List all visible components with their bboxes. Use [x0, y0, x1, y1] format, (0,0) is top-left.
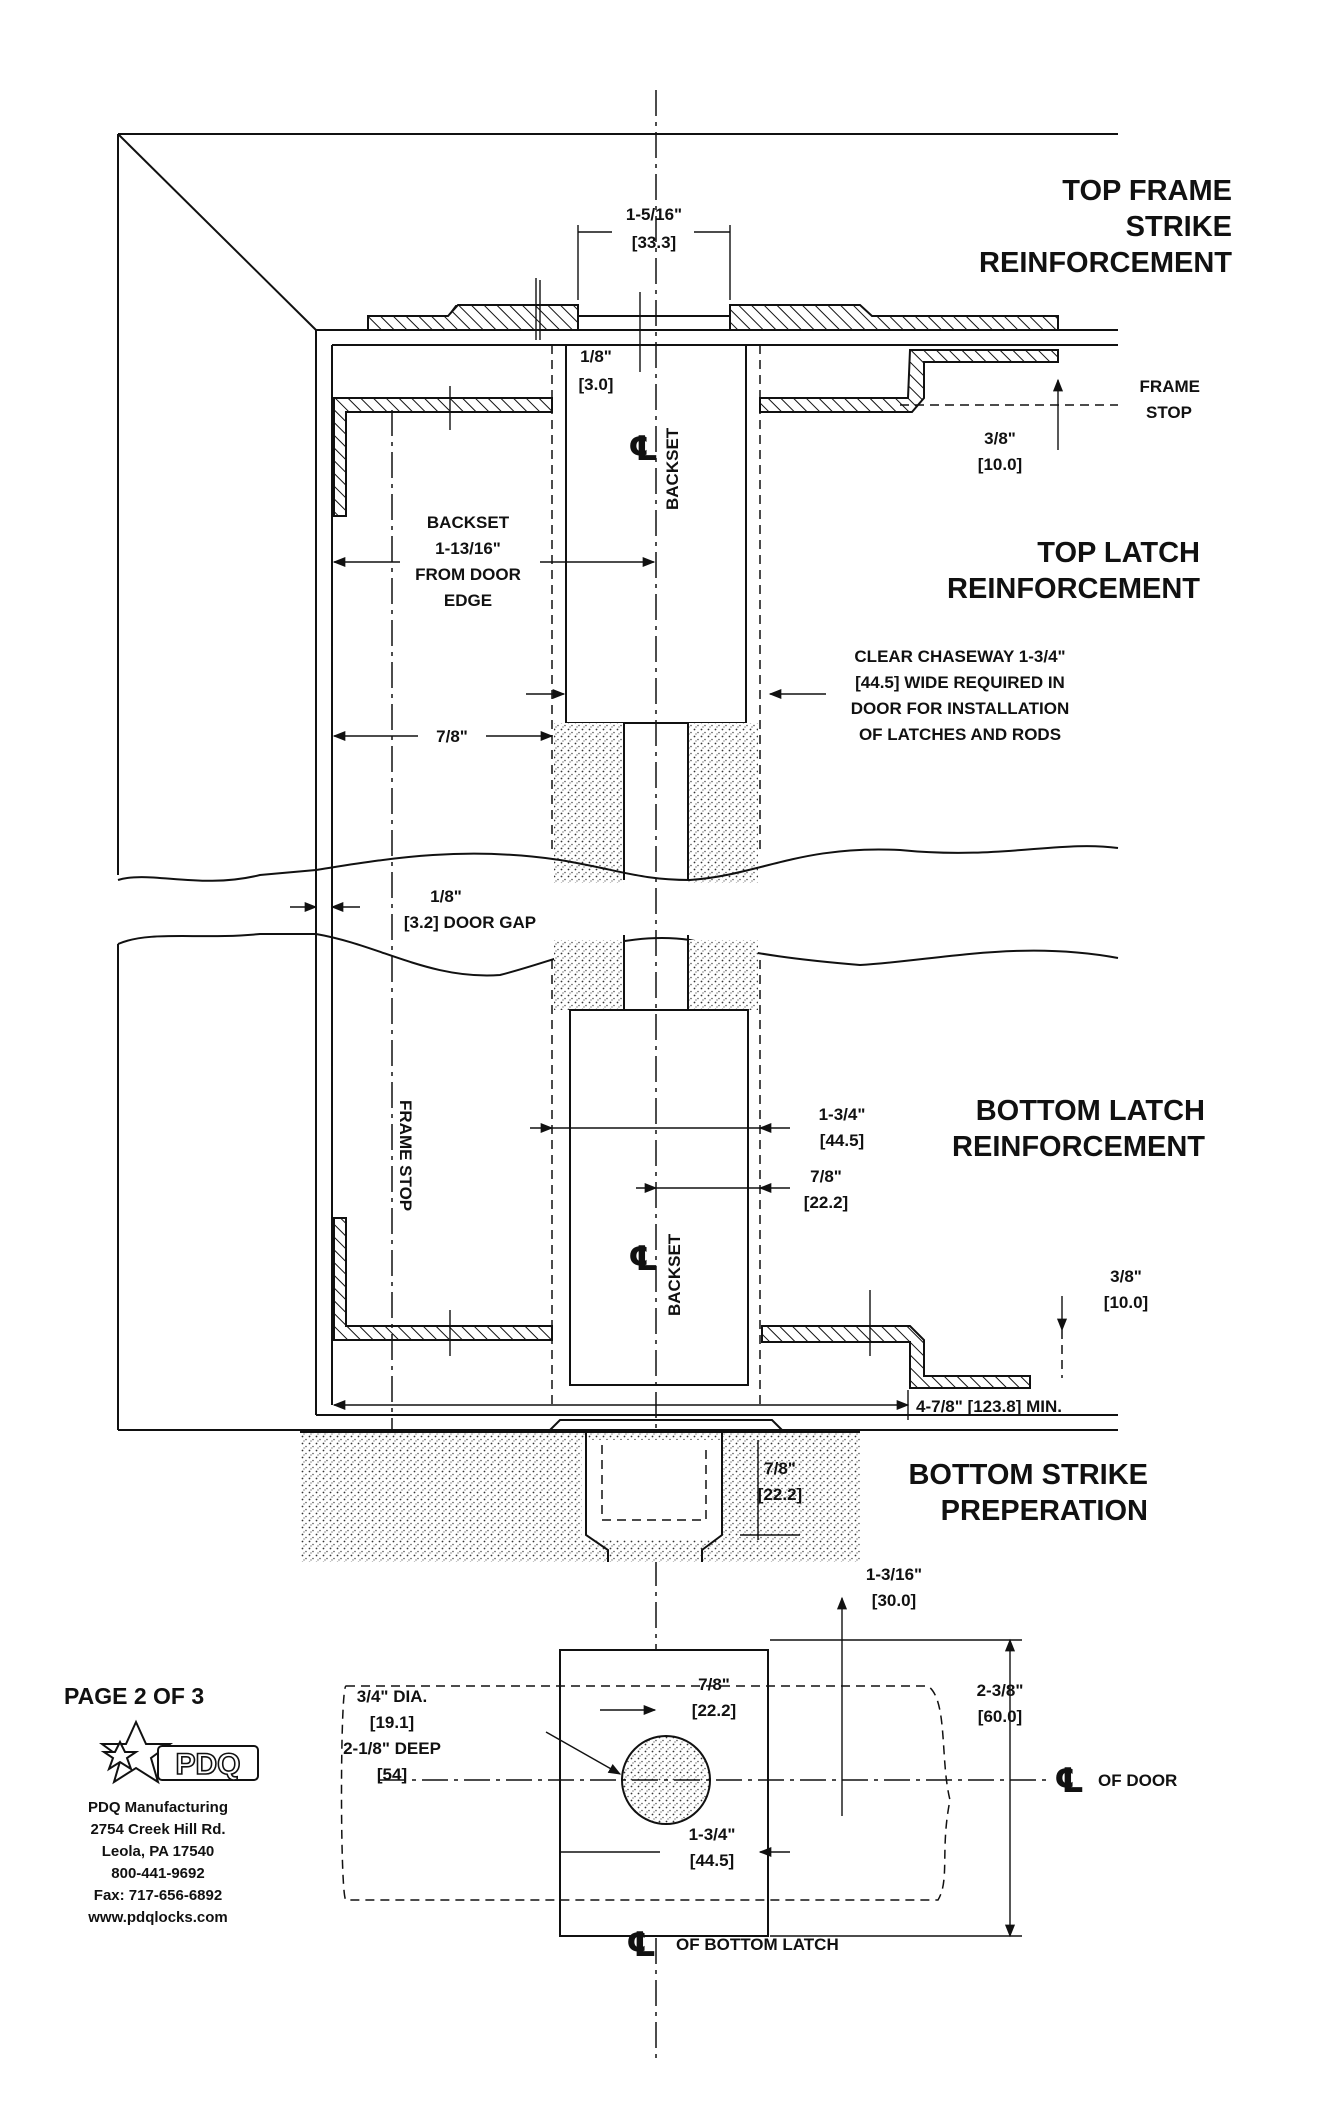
- dim-plan-width: 1-3/4": [689, 1825, 736, 1844]
- backset-note-4: EDGE: [444, 591, 492, 610]
- dim-door-gap-mm: [3.2] DOOR GAP: [404, 913, 536, 932]
- centerline-symbol-bottom: ℄: [628, 1239, 658, 1279]
- logo-text: PDQ: [175, 1748, 240, 1781]
- dim-strike-depth-mm: [22.2]: [758, 1485, 802, 1504]
- dim-bottom-width: 1-3/4": [819, 1105, 866, 1124]
- address-line-4: 800-441-9692: [111, 1865, 204, 1882]
- address-line-3: Leola, PA 17540: [102, 1843, 215, 1860]
- dim-bottom-offset: 7/8": [810, 1167, 842, 1186]
- dim-frame-stop-bottom: 3/8": [1110, 1267, 1142, 1286]
- dim-frame-stop-top: 3/8": [984, 429, 1016, 448]
- dimension-lines: [290, 225, 1068, 1858]
- dim-hole-depth-mm: [54]: [377, 1765, 407, 1784]
- dim-min-depth: 4-7/8" [123.8] MIN.: [916, 1397, 1062, 1416]
- heading-bottom-latch-line-1: BOTTOM LATCH: [976, 1095, 1205, 1127]
- heading-top-frame: TOP FRAME STRIKE REINFORCEMENT: [979, 175, 1232, 279]
- dim-bottom-width-mm: [44.5]: [820, 1131, 864, 1150]
- label-frame-stop-top-1: FRAME: [1140, 377, 1200, 396]
- address-line-6: www.pdqlocks.com: [87, 1909, 227, 1926]
- dim-seven-eighths-top: 7/8": [436, 727, 468, 746]
- label-backset-top: BACKSET: [663, 427, 682, 510]
- heading-bottom-strike-line-1: BOTTOM STRIKE: [908, 1459, 1148, 1491]
- label-frame-stop-top-2: STOP: [1146, 403, 1192, 422]
- heading-bottom-latch-line-2: REINFORCEMENT: [952, 1131, 1205, 1163]
- centerline-symbol-door: ℄: [1054, 1761, 1084, 1801]
- footer: PAGE 2 OF 3 PDQ PDQ Manufacturing 2754 C…: [64, 1683, 259, 1926]
- floor-section: [300, 1419, 860, 1562]
- heading-top-latch-line-2: REINFORCEMENT: [947, 573, 1200, 605]
- label-frame-stop-vertical: FRAME STOP: [396, 1100, 415, 1211]
- address-line-1: PDQ Manufacturing: [88, 1799, 228, 1816]
- break-line-upper: [117, 845, 1119, 882]
- chaseway-lower: [551, 935, 761, 1405]
- heading-top-frame-line-1: TOP FRAME: [1062, 175, 1232, 207]
- heading-top-latch-line-1: TOP LATCH: [1037, 537, 1200, 569]
- dim-strike-gap: 1/8": [580, 347, 612, 366]
- address-line-2: 2754 Creek Hill Rd.: [90, 1821, 225, 1838]
- dim-strike-width: 1-5/16": [626, 205, 682, 224]
- chaseway-note-4: OF LATCHES AND RODS: [859, 725, 1061, 744]
- dim-plan-top-mm: [30.0]: [872, 1591, 916, 1610]
- top-frame-strike-plate: [367, 304, 1059, 331]
- label-backset-bottom: BACKSET: [665, 1233, 684, 1316]
- dim-plan-height-mm: [60.0]: [978, 1707, 1022, 1726]
- backset-note-1: BACKSET: [427, 513, 510, 532]
- dim-strike-depth: 7/8": [764, 1459, 796, 1478]
- star-icon: [98, 1719, 174, 1785]
- dim-strike-gap-mm: [3.0]: [579, 375, 614, 394]
- chaseway-note-2: [44.5] WIDE REQUIRED IN: [855, 673, 1065, 692]
- frame-wall-outline: [117, 133, 1118, 1431]
- heading-top-frame-line-2: STRIKE: [1126, 211, 1232, 243]
- centerline-symbol-latch: ℄: [626, 1925, 656, 1965]
- dim-strike-width-mm: [33.3]: [632, 233, 676, 252]
- dim-plan-width-mm: [44.5]: [690, 1851, 734, 1870]
- label-of-door: OF DOOR: [1098, 1771, 1177, 1790]
- dim-plan-top: 1-3/16": [866, 1565, 922, 1584]
- frame-stop-bracket-top: [759, 349, 1118, 413]
- dim-hole-depth: 2-1/8" DEEP: [343, 1739, 441, 1758]
- page-number: PAGE 2 OF 3: [64, 1683, 204, 1709]
- plan-view: [340, 1596, 1050, 1938]
- backset-note-2: 1-13/16": [435, 539, 501, 558]
- backset-note-3: FROM DOOR: [415, 565, 521, 584]
- heading-bottom-strike-line-2: PREPERATION: [941, 1495, 1148, 1527]
- dim-plan-offset: 7/8": [698, 1675, 730, 1694]
- dim-hole-dia-mm: [19.1]: [370, 1713, 414, 1732]
- heading-top-frame-line-3: REINFORCEMENT: [979, 247, 1232, 279]
- heading-bottom-strike: BOTTOM STRIKE PREPERATION: [908, 1459, 1148, 1527]
- chaseway-note-3: DOOR FOR INSTALLATION: [851, 699, 1069, 718]
- dim-frame-stop-top-mm: [10.0]: [978, 455, 1022, 474]
- label-of-bottom-latch: OF BOTTOM LATCH: [676, 1935, 839, 1954]
- dim-bottom-offset-mm: [22.2]: [804, 1193, 848, 1212]
- pdq-logo: PDQ: [98, 1719, 259, 1785]
- dim-door-gap: 1/8": [430, 887, 462, 906]
- centerline-symbol-top: ℄: [628, 429, 658, 469]
- dim-plan-offset-mm: [22.2]: [692, 1701, 736, 1720]
- dim-plan-height: 2-3/8": [977, 1681, 1024, 1700]
- heading-top-latch: TOP LATCH REINFORCEMENT: [947, 537, 1200, 605]
- bottom-latch-reinforcement: [333, 1217, 1063, 1389]
- dim-frame-stop-bottom-mm: [10.0]: [1104, 1293, 1148, 1312]
- dim-hole-dia: 3/4" DIA.: [357, 1687, 427, 1706]
- address-line-5: Fax: 717-656-6892: [94, 1887, 222, 1904]
- heading-bottom-latch: BOTTOM LATCH REINFORCEMENT: [952, 1095, 1205, 1163]
- chaseway-note-1: CLEAR CHASEWAY 1-3/4": [854, 647, 1065, 666]
